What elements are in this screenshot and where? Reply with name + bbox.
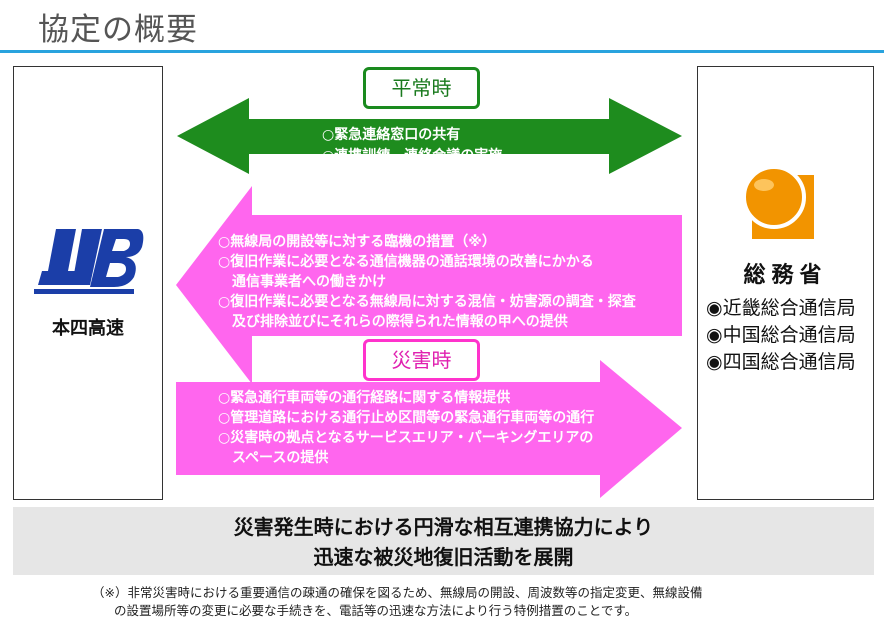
jb-logo-icon — [34, 229, 144, 294]
normal-item: ○連携訓練、連絡会議の実施 — [322, 148, 503, 164]
soumu-box: 総務省 ◉近畿総合通信局 ◉中国総合通信局 ◉四国総合通信局 — [697, 66, 874, 500]
disaster-item: ○緊急通行車両等の通行経路に関する情報提供 — [218, 390, 511, 406]
summary-line: 迅速な被災地復旧活動を展開 — [313, 545, 574, 569]
normal-items: ○緊急連絡窓口の共有 ○連携訓練、連絡会議の実施 — [322, 125, 502, 167]
disaster-time-label: 災害時 — [363, 339, 480, 381]
bureau-list: ◉近畿総合通信局 ◉中国総合通信局 ◉四国総合通信局 — [706, 295, 856, 376]
disaster-item: スペースの提供 — [218, 450, 329, 466]
soumu-org-name: 総務省 — [743, 263, 828, 288]
disaster-right-arrow — [176, 360, 682, 498]
footnote-line: （※）非常災害時における重要通信の疎通の確保を図るため、無線局の開設、周波数等の… — [92, 585, 703, 600]
bureau-shikoku: ◉四国総合通信局 — [706, 351, 856, 373]
disaster-item: ○災害時の拠点となるサービスエリア・パーキングエリアの — [218, 430, 594, 446]
bureau-chugoku: ◉中国総合通信局 — [706, 324, 856, 346]
footnote: （※）非常災害時における重要通信の疎通の確保を図るため、無線局の開設、周波数等の… — [92, 584, 702, 620]
disaster-item: ○管理道路における通行止め区間等の緊急通行車両等の通行 — [218, 410, 595, 426]
disaster-item: ○無線局の開設等に対する臨機の措置（※） — [218, 234, 496, 250]
summary-line: 災害発生時における円滑な相互連携協力により — [233, 515, 654, 539]
soumu-logo-icon — [742, 165, 814, 239]
bureau-kinki: ◉近畿総合通信局 — [706, 297, 856, 319]
disaster-item: 及び排除並びにそれらの際得られた情報の甲への提供 — [218, 314, 568, 330]
disaster-left-arrow — [176, 186, 682, 384]
disaster-to-right-items: ○緊急通行車両等の通行経路に関する情報提供 ○管理道路における通行止め区間等の緊… — [218, 388, 594, 468]
normal-item: ○緊急連絡窓口の共有 — [322, 127, 461, 143]
jb-honshi-box: 本四高速 — [13, 66, 163, 500]
disaster-item: 通信事業者への働きかけ — [218, 274, 386, 290]
disaster-to-left-items: ○無線局の開設等に対する臨機の措置（※） ○復旧作業に必要となる通信機器の通話環… — [218, 232, 636, 332]
footnote-line: の設置場所等の変更に必要な手続きを、電話等の迅速な方法により行う特例措置のことで… — [114, 603, 638, 618]
jb-org-name: 本四高速 — [52, 318, 124, 339]
normal-time-label: 平常時 — [363, 67, 480, 109]
page-title: 協定の概要 — [38, 12, 198, 48]
disaster-item: ○復旧作業に必要となる通信機器の通話環境の改善にかかる — [218, 254, 594, 270]
title-underline — [0, 50, 884, 53]
summary-banner: 災害発生時における円滑な相互連携協力により 迅速な被災地復旧活動を展開 — [13, 507, 874, 575]
normal-double-arrow — [177, 98, 682, 174]
disaster-item: ○復旧作業に必要となる無線局に対する混信・妨害源の調査・探査 — [218, 294, 636, 310]
